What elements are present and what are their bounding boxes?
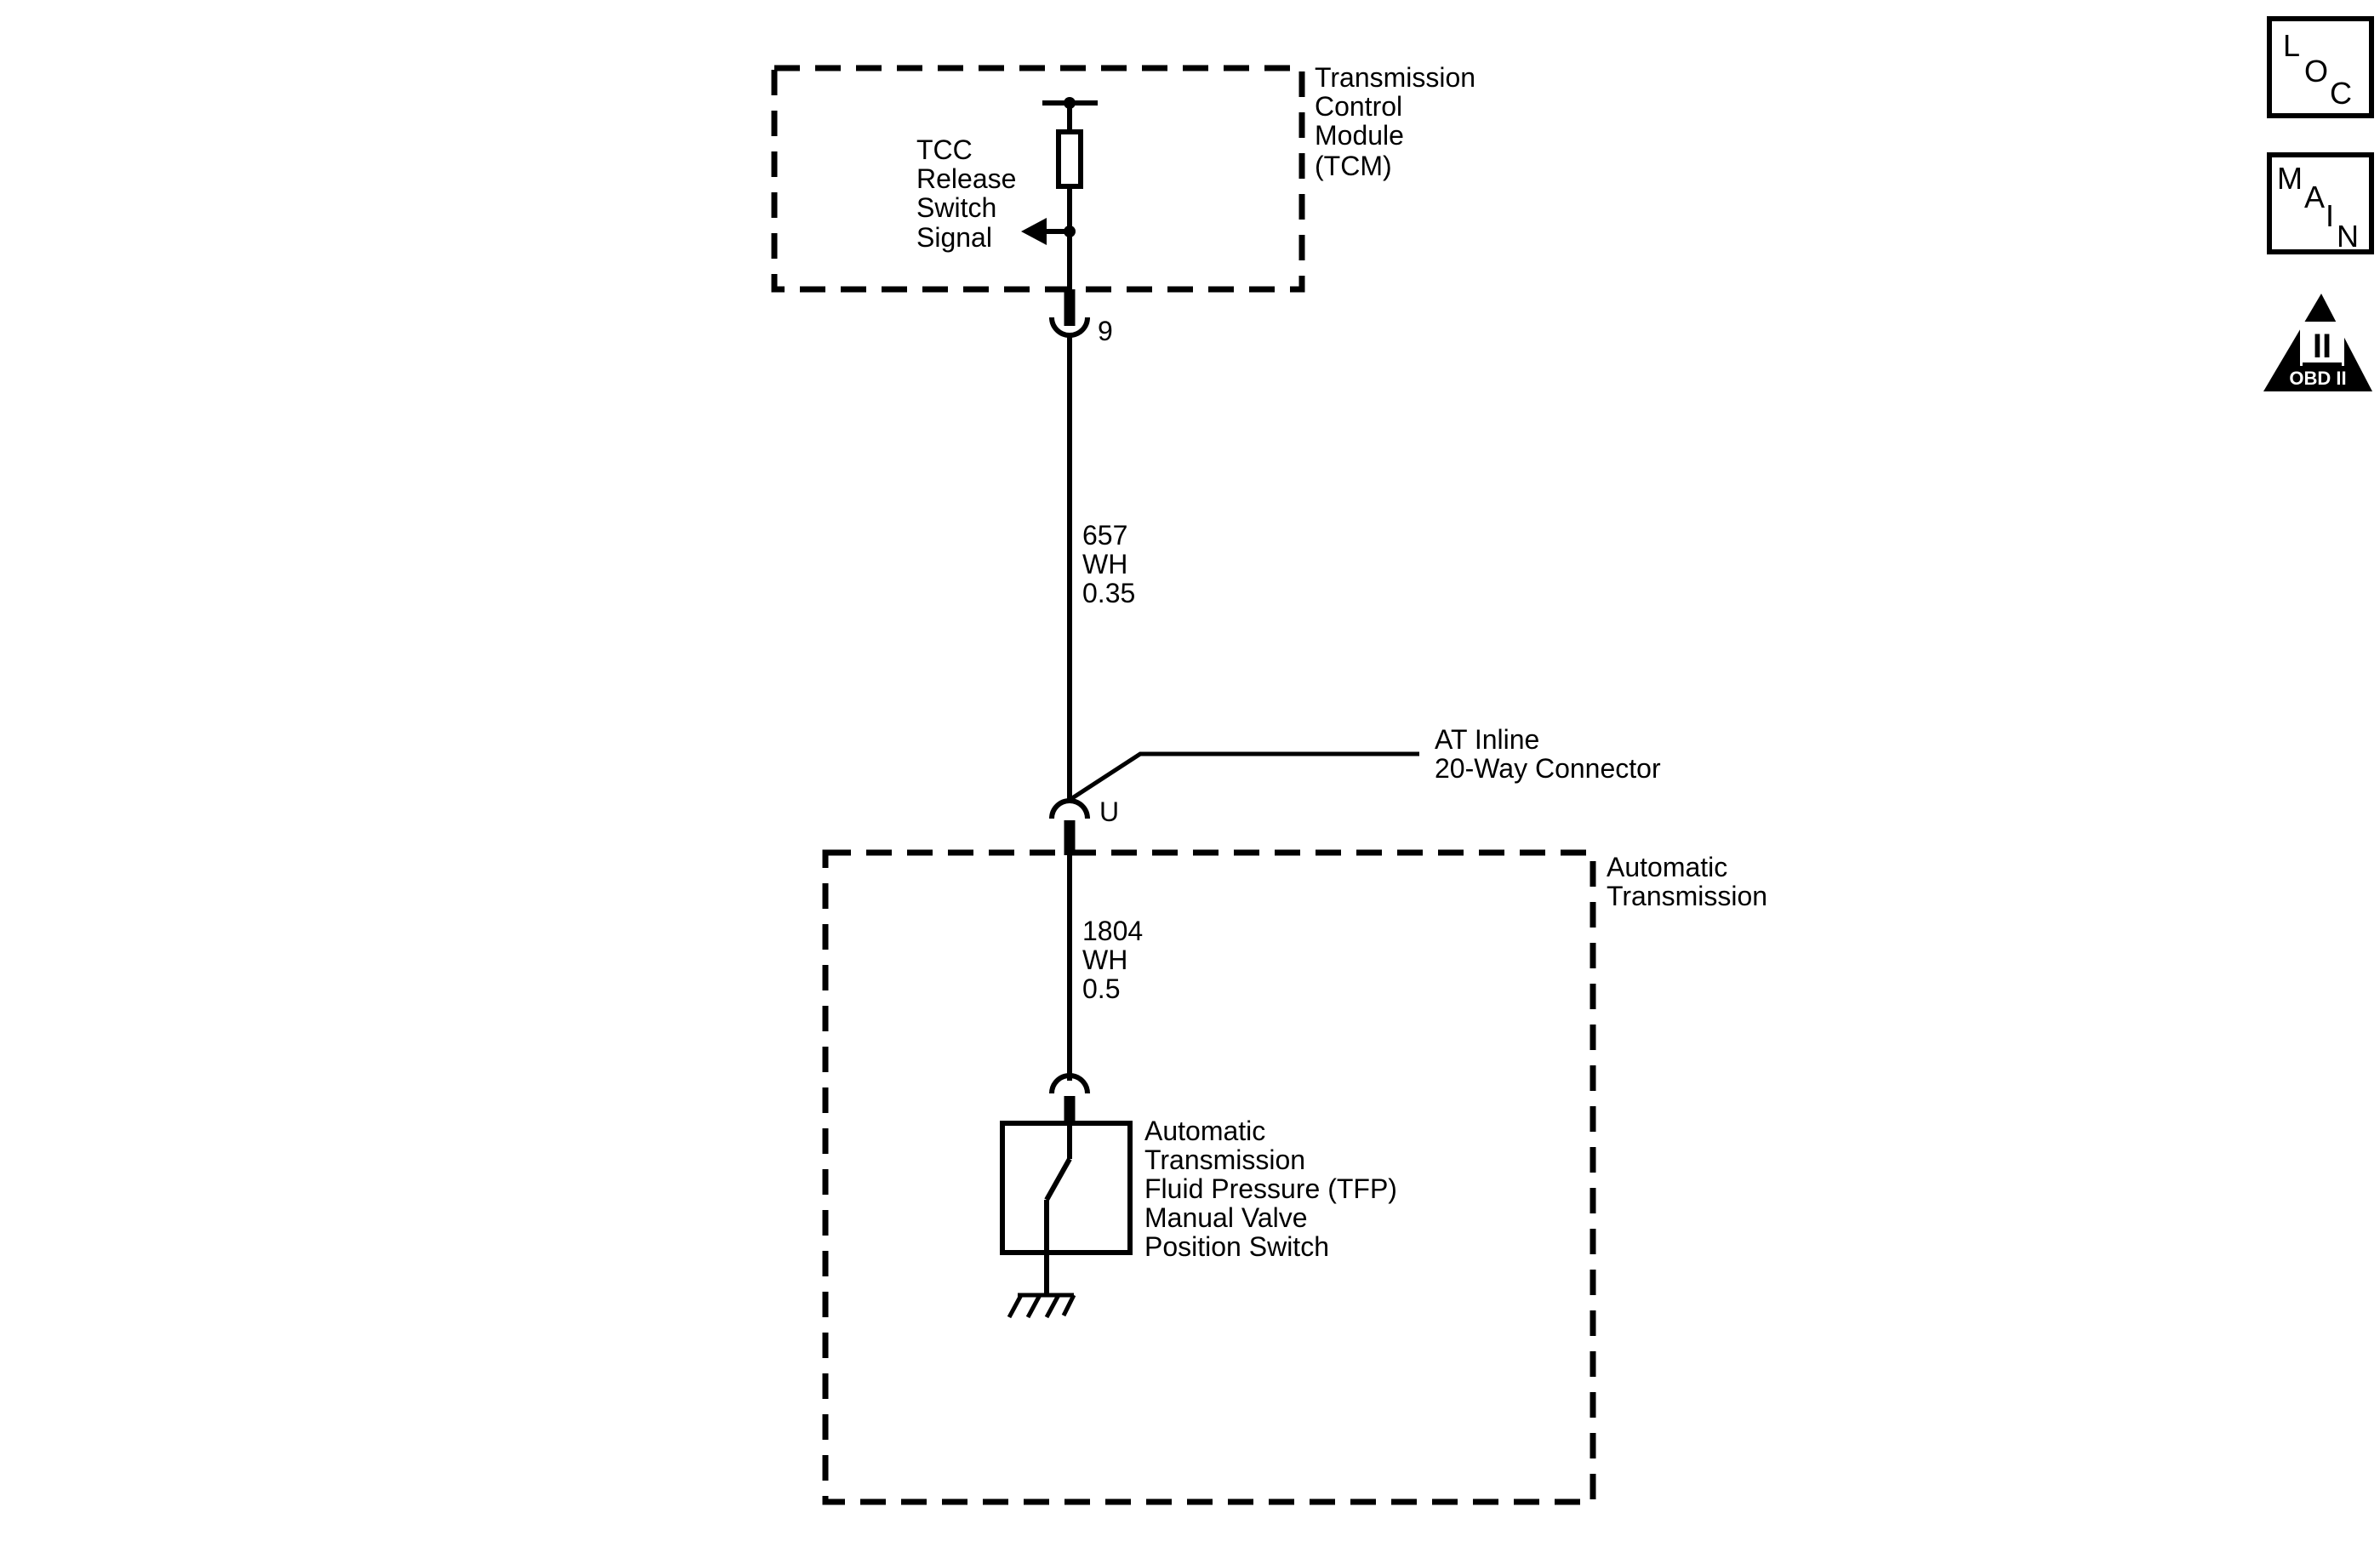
wire-1804-label: 1804 WH 0.5	[1082, 916, 1150, 1004]
transmission-label-line: Transmission	[1607, 881, 1767, 911]
tcm-connector-pin-9	[1049, 317, 1090, 338]
tfp-switch-label: Automatic Transmission Fluid Pressure (T…	[1144, 1116, 1405, 1262]
wire-657-label: 657 WH 0.35	[1082, 520, 1135, 608]
tcm-label-line: (TCM)	[1315, 151, 1392, 181]
automatic-transmission-label: Automatic Transmission	[1607, 852, 1767, 911]
signal-label-line: TCC	[916, 134, 973, 165]
main-letter: A	[2304, 180, 2325, 214]
obd-symbol: II	[2313, 328, 2331, 365]
loc-icon[interactable]: L O C	[2267, 16, 2374, 118]
signal-label-line: Release	[916, 163, 1016, 194]
inline-connector-pin-u	[1049, 798, 1090, 819]
tcm-label-line: Module	[1315, 120, 1404, 151]
tcm-pin-number: 9	[1098, 316, 1113, 346]
wire-label-line: 0.5	[1082, 973, 1120, 1004]
component-label-line: Fluid Pressure (TFP)	[1144, 1173, 1397, 1204]
obd-ii-icon[interactable]: II OBD II	[2263, 294, 2372, 391]
wire-label-line: 1804	[1082, 916, 1143, 946]
main-icon[interactable]: M A I N	[2267, 152, 2374, 254]
wire-label-line: 0.35	[1082, 578, 1135, 608]
wire-label-line: WH	[1082, 549, 1127, 579]
inline-connector-label: AT Inline 20-Way Connector	[1435, 724, 1661, 784]
tcm-label-line: Transmission	[1315, 62, 1475, 93]
tfp-switch-box	[1000, 1121, 1133, 1255]
automatic-transmission-outline	[822, 849, 1596, 1505]
loc-letter: O	[2304, 54, 2328, 88]
wire-label-line: WH	[1082, 945, 1127, 975]
pullup-resistor	[1056, 129, 1083, 189]
loc-letter: L	[2283, 28, 2300, 63]
inline-label-line: 20-Way Connector	[1435, 753, 1661, 784]
component-label-line: Manual Valve	[1144, 1202, 1308, 1233]
transmission-label-line: Automatic	[1607, 852, 1727, 882]
loc-letter: C	[2330, 76, 2352, 111]
inline-connector-leader	[1068, 751, 1419, 802]
ground-icon	[1007, 1293, 1076, 1319]
main-letter: I	[2326, 198, 2334, 233]
tcm-label-line: Control	[1315, 91, 1402, 122]
wire-label-line: 657	[1082, 520, 1127, 551]
signal-label-line: Signal	[916, 222, 992, 253]
switch-blade	[1044, 1157, 1072, 1202]
component-label-line: Transmission	[1144, 1144, 1305, 1175]
component-label-line: Position Switch	[1144, 1231, 1329, 1262]
switch-connector	[1049, 1073, 1090, 1094]
inline-label-line: AT Inline	[1435, 724, 1539, 755]
obd-text: OBD II	[2289, 368, 2346, 389]
main-letter: M	[2277, 161, 2303, 196]
tcc-release-signal-label: TCC Release Switch Signal	[916, 134, 1024, 253]
tcm-module-outline	[771, 65, 1305, 293]
tcm-label: Transmission Control Module (TCM)	[1315, 62, 1483, 181]
inline-pin-letter: U	[1099, 796, 1119, 827]
signal-label-line: Switch	[916, 192, 996, 223]
main-letter: N	[2337, 219, 2359, 254]
signal-arrow-icon	[1021, 218, 1047, 245]
component-label-line: Automatic	[1144, 1116, 1265, 1146]
